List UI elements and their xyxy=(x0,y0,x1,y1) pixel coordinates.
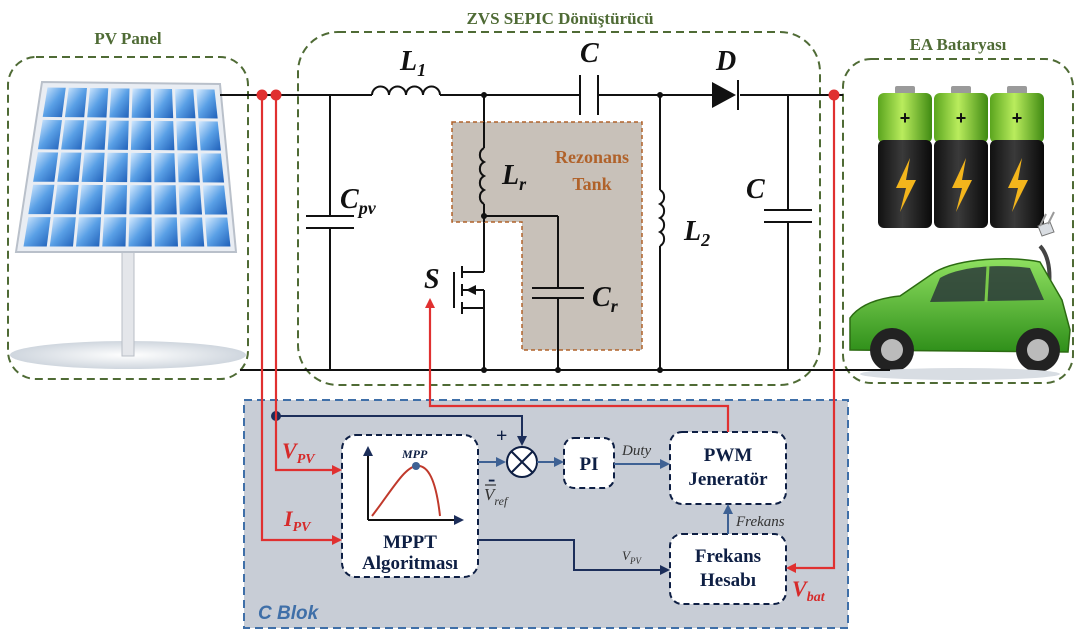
signal-vpv: VPV xyxy=(282,438,316,467)
label-l2: L2 xyxy=(683,216,710,250)
control-block-title: C Blok xyxy=(258,603,320,624)
battery-terminal xyxy=(895,86,915,94)
pv-panel-group xyxy=(7,56,249,380)
pv-cell xyxy=(205,217,231,247)
battery-icon: + + + xyxy=(878,86,1044,228)
pv-cell xyxy=(53,184,79,215)
pv-cell xyxy=(64,87,87,118)
pv-cell xyxy=(131,88,151,118)
electric-car-icon xyxy=(849,211,1071,380)
pv-cell xyxy=(104,185,128,215)
pv-cell xyxy=(154,185,177,215)
signal-vref: Vref xyxy=(484,485,509,508)
resonant-tank-region xyxy=(451,121,643,351)
mppt-label-2: Algoritması xyxy=(362,553,458,574)
lightning-icon xyxy=(1008,158,1028,212)
signal-frekans: Frekans xyxy=(735,514,785,530)
battery-terminal xyxy=(1007,86,1027,94)
label-lr: Lr xyxy=(501,160,527,194)
signal-vbat: Vbat xyxy=(792,576,826,605)
battery-top xyxy=(878,93,932,143)
solar-panel-icon xyxy=(10,80,246,369)
lightning-icon xyxy=(896,158,916,212)
pv-cell xyxy=(177,153,200,183)
battery-terminal xyxy=(951,86,971,94)
pv-cell xyxy=(107,120,129,150)
pv-cell xyxy=(196,89,218,119)
battery-plus: + xyxy=(900,108,911,128)
pv-cell xyxy=(153,120,175,151)
pv-cell xyxy=(78,184,103,215)
freq-label-1: Frekans xyxy=(695,546,761,567)
battery-group xyxy=(842,58,1074,384)
pv-cell xyxy=(128,217,152,247)
converter-group xyxy=(297,31,821,386)
pv-cell xyxy=(33,152,59,182)
pv-cell xyxy=(176,121,198,151)
pv-cell xyxy=(105,152,128,183)
battery-top xyxy=(990,93,1044,143)
resonant-tank-label-2: Tank xyxy=(572,174,611,194)
pv-cell xyxy=(37,119,62,150)
label-diode: D xyxy=(715,46,736,77)
label-cpv: Cpv xyxy=(340,184,377,218)
pv-cell xyxy=(102,217,127,247)
pv-cell xyxy=(200,153,225,183)
signal-vpv-small: VPV xyxy=(622,548,642,566)
pv-cell xyxy=(57,152,82,182)
sum-plus: + xyxy=(496,425,507,447)
label-cr: Cr xyxy=(592,282,619,316)
battery-plus: + xyxy=(956,108,967,128)
converter-title: ZVS SEPIC Dönüştürücü xyxy=(466,9,653,28)
lightning-icon xyxy=(952,158,972,212)
battery-plus: + xyxy=(1012,108,1023,128)
pv-cell xyxy=(179,217,205,247)
mppt-label-1: MPPT xyxy=(383,532,437,553)
pv-cell xyxy=(178,185,203,215)
pi-label: PI xyxy=(580,454,599,475)
battery-top xyxy=(934,93,988,143)
mppt-block[interactable] xyxy=(341,434,479,578)
battery-title: EA Bataryası xyxy=(910,35,1007,54)
pv-cell xyxy=(76,217,102,247)
pv-cell xyxy=(42,87,66,118)
resonant-tank-label-1: Rezonans xyxy=(555,147,629,167)
mpp-label: MPP xyxy=(401,447,428,461)
mppt-curve-icon xyxy=(363,446,464,525)
control-wiring xyxy=(271,411,733,575)
pv-cell xyxy=(84,120,107,150)
pwm-block[interactable] xyxy=(669,431,787,505)
pwm-label-2: Jeneratör xyxy=(688,469,768,490)
pv-cell xyxy=(154,217,178,247)
pv-cell xyxy=(153,88,174,119)
freq-label-2: Hesabı xyxy=(700,570,756,591)
label-c-series: C xyxy=(580,38,599,69)
pv-cell xyxy=(130,152,152,183)
pv-cell xyxy=(154,153,176,183)
sensor-wiring xyxy=(256,89,840,573)
pv-cell xyxy=(129,185,152,215)
label-c-out: C xyxy=(746,174,765,205)
frequency-block[interactable] xyxy=(669,533,787,605)
summing-junction xyxy=(506,446,538,478)
pv-cell xyxy=(23,217,51,247)
sum-minus: - xyxy=(488,466,495,491)
pv-cell xyxy=(49,217,76,247)
pv-cell xyxy=(175,89,196,119)
label-switch: S xyxy=(424,264,440,295)
pv-panel-title: PV Panel xyxy=(94,29,161,48)
pv-cell xyxy=(81,152,105,182)
pv-cell xyxy=(109,88,130,118)
pv-cell xyxy=(87,88,109,118)
signal-ipv: IPV xyxy=(283,506,312,535)
signal-duty: Duty xyxy=(621,443,652,459)
pwm-label-1: PWM xyxy=(704,445,753,466)
pv-cell xyxy=(28,184,55,215)
pv-cell xyxy=(130,120,152,151)
pv-cell xyxy=(202,185,228,215)
pv-cell xyxy=(61,120,85,150)
label-l1: L1 xyxy=(399,46,426,80)
pv-cell xyxy=(198,121,221,151)
